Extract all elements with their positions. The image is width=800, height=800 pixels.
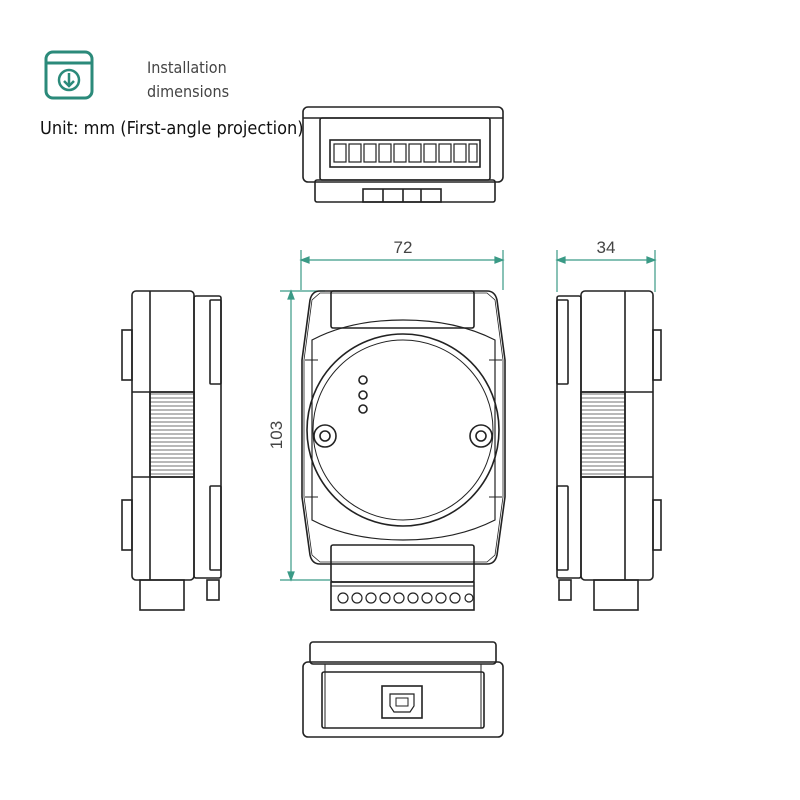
dimension-lines [280,250,657,582]
terminal-block [329,139,481,168]
mounting-hole-left [313,424,337,448]
status-led-2 [358,390,368,400]
top-view-outline [302,106,504,183]
right-side-view [556,290,662,611]
title-line-2: dimensions [147,82,230,101]
right-side-terminal [593,579,639,611]
front-view [301,290,506,611]
left-side-view [121,290,222,611]
download-box-icon [44,50,94,100]
front-housing [301,290,506,565]
header: Installation dimensions Unit: mm (First-… [0,0,320,150]
status-led-3 [358,404,368,414]
bottom-view [302,641,504,738]
title-line-1: Installation [147,58,227,77]
front-terminal-screws [337,592,474,604]
din-clip [362,188,442,203]
status-led-1 [358,375,368,385]
top-view [302,106,504,203]
left-side-terminal [139,579,185,611]
usb-b-port [381,685,423,719]
mounting-hole-right [469,424,493,448]
left-side-ribbed-grip [149,391,195,478]
front-top-label-area [330,290,475,329]
unit-label: Unit: mm (First-angle projection) [40,118,304,139]
front-terminal-block [330,581,475,611]
right-side-ribbed-grip [580,391,626,478]
dimension-depth-label: 34 [597,238,616,257]
terminal-pins [333,143,478,163]
front-round-cover [306,333,500,527]
dimension-width-label: 72 [394,238,413,257]
bottom-view-outline [302,661,504,738]
dimension-height-label: 103 [267,421,286,449]
